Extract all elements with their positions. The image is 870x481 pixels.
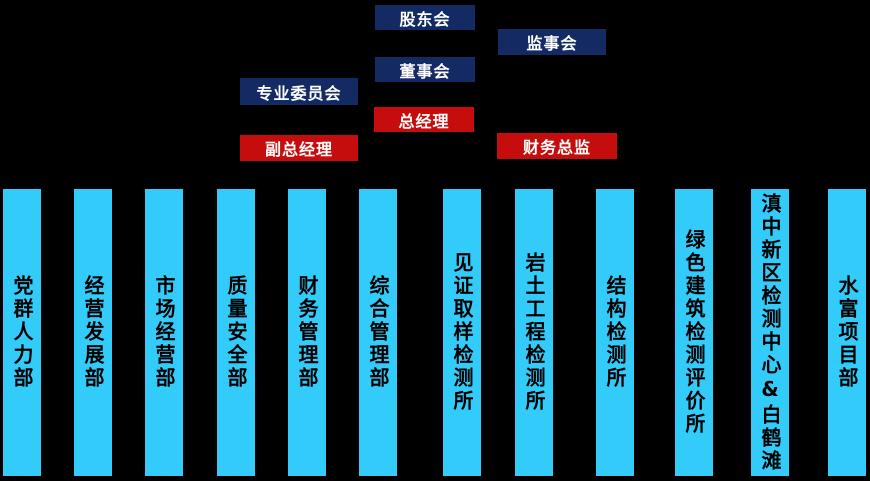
dept-label: 经营发展部 (81, 275, 105, 390)
dept-green-building-testing-evaluation-institute: 绿色建筑检测评价所 (675, 189, 713, 476)
org-node-label: 董事会 (399, 61, 451, 81)
org-node-finance-director: 财务总监 (497, 133, 617, 159)
org-node-label: 监事会 (526, 34, 578, 53)
dept-dianzhong-new-district-baihetan-testing-center: 滇中新区检测中心&白鹤滩 (751, 189, 789, 476)
org-node-label: 专业委员会 (256, 83, 342, 103)
dept-quality-safety: 质量安全部 (217, 189, 255, 476)
org-node-shareholders-meeting: 股东会 (375, 5, 475, 30)
dept-geotechnical-engineering-testing-institute: 岩土工程检测所 (515, 189, 553, 476)
dept-market-operations: 市场经营部 (145, 189, 183, 476)
org-node-label: 总经理 (398, 111, 450, 131)
dept-label: 岩土工程检测所 (522, 252, 546, 413)
dept-label: 结构检测所 (603, 275, 627, 390)
org-node-board-of-directors: 董事会 (375, 57, 475, 82)
org-node-label: 股东会 (399, 9, 451, 29)
dept-label: 综合管理部 (366, 275, 390, 390)
dept-business-development: 经营发展部 (74, 189, 112, 476)
org-node-supervisory-board: 监事会 (498, 29, 606, 55)
org-node-deputy-general-manager: 副总经理 (240, 135, 358, 161)
org-node-label: 财务总监 (522, 138, 591, 157)
dept-label: 滇中新区检测中心&白鹤滩 (758, 192, 782, 473)
dept-label: 见证取样检测所 (450, 252, 474, 413)
dept-label: 市场经营部 (152, 275, 176, 390)
dept-label: 绿色建筑检测评价所 (682, 229, 706, 436)
org-node-professional-committee: 专业委员会 (240, 78, 358, 105)
dept-shuifu-project: 水富项目部 (828, 189, 866, 476)
dept-label: 水富项目部 (835, 275, 859, 390)
dept-structural-testing-institute: 结构检测所 (596, 189, 634, 476)
dept-finance-management: 财务管理部 (288, 189, 326, 476)
org-node-general-manager: 总经理 (374, 107, 474, 132)
org-node-label: 副总经理 (264, 140, 333, 159)
dept-label: 党群人力部 (10, 275, 34, 390)
dept-general-management: 综合管理部 (359, 189, 397, 476)
dept-witness-sampling-testing-institute: 见证取样检测所 (443, 189, 481, 476)
dept-label: 财务管理部 (295, 275, 319, 390)
dept-label: 质量安全部 (224, 275, 248, 390)
dept-party-group-hr: 党群人力部 (3, 189, 41, 476)
